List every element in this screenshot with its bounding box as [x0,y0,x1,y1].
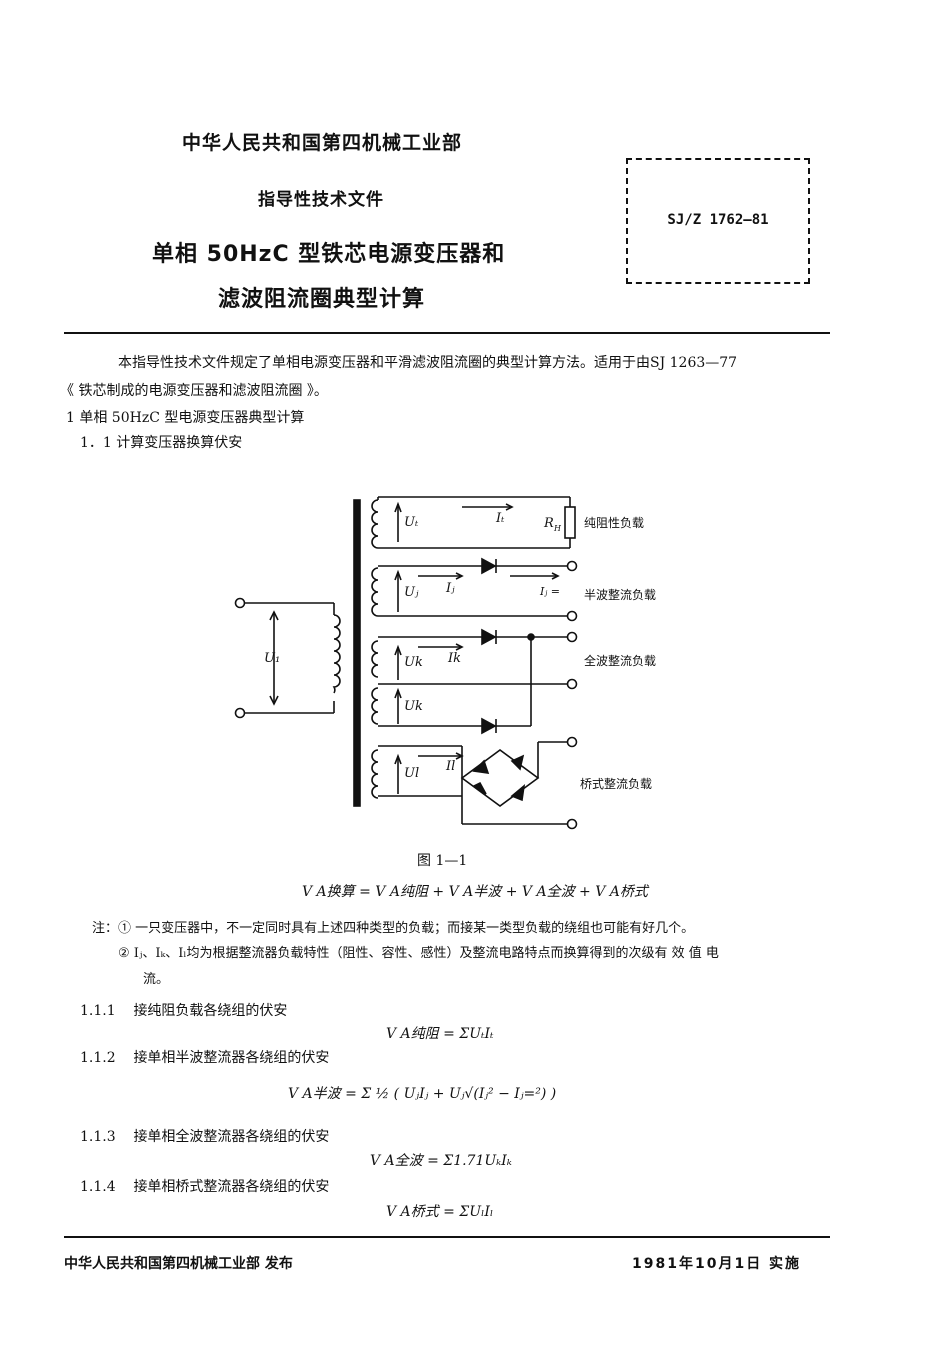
subsection-1-1-1: 1.1.1 接纯阻负载各绕组的伏安 [80,1000,287,1020]
subsection-title: 接单相桥式整流器各绕组的伏安 [133,1179,330,1195]
standard-number-box: SJ/Z 1762—81 [626,158,810,284]
standard-number: SJ/Z 1762—81 [667,212,769,228]
full-wave-terminal-bottom [566,678,578,690]
intro-line-1: 本指导性技术文件规定了单相电源变压器和平滑滤波阻流圈的典型计算方法。适用于由SJ… [118,355,738,371]
subsection-number: 1.1.2 [80,1050,116,1066]
bridge-terminal-bottom [566,818,578,830]
footer-rule [64,1236,830,1238]
primary-winding [332,614,341,694]
footer-effective-date: 1981年10月1日 实施 [632,1256,802,1272]
load-resistor [564,506,576,539]
load-resistive-label: 纯阻性负载 [584,516,644,530]
label-uj: Uⱼ [404,585,419,600]
full-wave-diode-upper [481,628,497,646]
label-it: Iₜ [495,511,505,526]
title-line-2: 滤波阻流圈典型计算 [218,287,426,312]
subsection-number: 1.1.1 [80,1003,116,1019]
winding-full-wave-lower [371,687,379,725]
title-line-1: 单相 50HzC 型铁芯电源变压器和 [152,242,506,267]
note-1: 注：① 一只变压器中，不一定同时具有上述四种类型的负载；而接某一类型负载的绕组也… [92,921,695,936]
figure-caption: 图 1—1 [417,853,468,869]
subsection-title: 接纯阻负载各绕组的伏安 [133,1003,288,1019]
bridge-terminal-top [566,736,578,748]
half-wave-terminal-bottom [566,610,578,622]
subsection-1-1-4: 1.1.4 接单相桥式整流器各绕组的伏安 [80,1176,329,1196]
section-1-1-heading: 1．1 计算变压器换算伏安 [80,435,243,451]
label-rh-sub: H [553,524,562,533]
full-wave-terminal-top [566,631,578,643]
label-il: Il [445,759,455,774]
subsection-title: 接单相半波整流器各绕组的伏安 [133,1050,330,1066]
section-1-heading: 1 单相 50HzC 型电源变压器典型计算 [66,410,305,426]
label-ul: Ul [404,766,419,781]
subsection-title: 接单相全波整流器各绕组的伏安 [133,1129,330,1145]
winding-resistive [371,499,379,549]
subsection-number: 1.1.4 [80,1179,116,1195]
load-full-wave-label: 全波整流负载 [584,653,656,668]
label-ut: Uₜ [404,515,419,530]
half-wave-terminal-top [566,560,578,572]
label-u1: U₁ [264,651,280,666]
label-ij: Iⱼ [445,581,455,596]
subsection-1-1-3: 1.1.3 接单相全波整流器各绕组的伏安 [80,1126,329,1146]
subsection-number: 1.1.3 [80,1129,116,1145]
label-rh: R [543,516,554,531]
half-wave-diode [481,557,497,575]
load-bridge-label: 桥式整流负载 [580,776,652,791]
winding-bridge [371,749,379,799]
ministry-name: 中华人民共和国第四机械工业部 [182,132,463,154]
intro-line-2: 《 铁芯制成的电源变压器和滤波阻流圈 》。 [60,383,328,399]
transformer-core [353,499,361,807]
bridge-rectifier [460,749,540,807]
full-wave-diode-lower [481,717,497,735]
primary-terminal-top [234,597,246,609]
load-half-wave-label: 半波整流负载 [584,587,656,602]
formula-full-wave: V A全波 = Σ1.71UₖIₖ [370,1153,512,1169]
note-2-continued: 流。 [143,972,170,987]
note-2: ② Iⱼ、Iₖ、Iₗ均为根据整流器负载特性（阻性、容性、感性）及整流电路特点而换… [118,946,719,961]
subsection-1-1-2: 1.1.2 接单相半波整流器各绕组的伏安 [80,1047,329,1067]
primary-terminal-bottom [234,707,246,719]
winding-half-wave [371,567,379,617]
header-rule [64,332,830,334]
label-ik: Ik [447,651,461,666]
formula-resistive: V A纯阻 = ΣUₜIₜ [386,1026,494,1042]
footer-publisher: 中华人民共和国第四机械工业部 发布 [64,1256,293,1272]
label-uk-1: Uk [404,655,423,670]
label-ij-eq: Iⱼ = [539,585,560,598]
formula-total-va: V A换算 = V A纯阻 + V A半波 + V A全波 + V A桥式 [302,884,648,900]
formula-bridge: V A桥式 = ΣUₗIₗ [386,1204,494,1220]
document-type: 指导性技术文件 [258,190,384,210]
formula-half-wave: V A半波 = Σ ½ ( UⱼIⱼ + Uⱼ√(Iⱼ² − Iⱼ=²) ) [288,1086,557,1102]
winding-full-wave-upper [371,640,379,678]
label-uk-2: Uk [404,699,423,714]
